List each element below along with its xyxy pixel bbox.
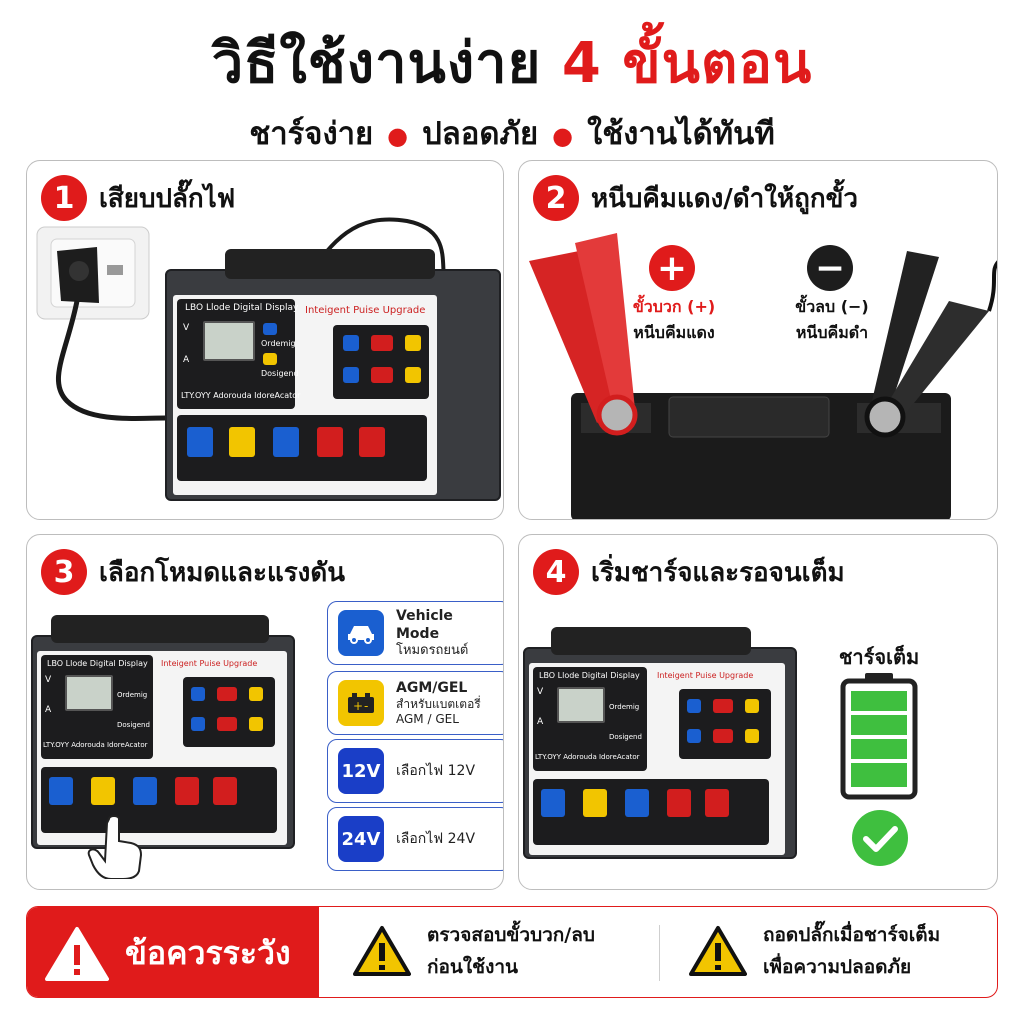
voltage-label: V	[537, 687, 544, 697]
step-number: 2	[533, 175, 579, 221]
voltage-label: V	[45, 675, 52, 685]
charger-face: LBO Llode Digital Display V A Ordemig Do…	[529, 663, 785, 855]
battery-icon: +-	[338, 680, 384, 726]
24v-badge: 24V	[338, 816, 384, 862]
charger-device: LBO Llode Digital Display V A Ordemig Do…	[31, 615, 295, 849]
mode-subtitle: โหมดรถยนต์	[396, 643, 469, 658]
svg-text:+: +	[353, 699, 363, 713]
mode-b-label: Dosigend	[261, 369, 299, 378]
mode-24v[interactable]: 24V เลือกไฟ 24V	[327, 807, 503, 871]
step-header: 3 เลือกโหมดและแรงดัน	[41, 549, 345, 595]
warning-text: ก่อนใช้งาน	[427, 956, 519, 978]
lcd-display	[557, 687, 605, 723]
warning-item: ถอดปลั๊กเมื่อชาร์จเต็ม เพื่อความปลอดภัย	[689, 919, 940, 983]
charger-upgrade: Inteigent Puise Upgrade	[305, 305, 426, 316]
subtitle-item: ชาร์จง่าย	[249, 116, 374, 152]
check-icon	[852, 810, 908, 866]
charger-brand: LBO Llode Digital Display	[47, 659, 148, 668]
step-title: หนีบคีมแดง/ดำให้ถูกขั้ว	[591, 183, 858, 214]
battery-clamps-illustration	[529, 233, 997, 519]
amp-label: A	[45, 705, 52, 715]
amp-label: A	[537, 717, 544, 727]
12v-badge: 12V	[338, 748, 384, 794]
step-2-panel: 2 หนีบคีมแดง/ดำให้ถูกขั้ว + ขั้วบวก (+) …	[518, 160, 998, 520]
charger-model: LTY.OYY Adorouda IdoreAcator	[535, 753, 640, 761]
caution-icon	[353, 926, 411, 976]
charger-device: LBO Llode Digital Display V A Ordemig Do…	[523, 627, 797, 859]
subtitle: ชาร์จง่าย ● ปลอดภัย ● ใช้งานได้ทันที	[0, 108, 1024, 158]
car-icon	[338, 610, 384, 656]
warning-icon	[45, 927, 109, 981]
mode-b-label: Dosigend	[117, 721, 150, 729]
positive-clamp-label: หนีบคีมแดง	[633, 323, 715, 342]
charger-handle	[51, 615, 269, 643]
warning-text: ตรวจสอบขั้วบวก/ลบ	[427, 924, 595, 946]
full-battery-icon	[840, 673, 918, 800]
step-number: 1	[41, 175, 87, 221]
charger-handle	[551, 627, 751, 655]
charger-model: LTY.OYY Adorouda IdoreAcator	[43, 741, 148, 749]
plus-icon: +	[649, 245, 695, 291]
step-title: เสียบปลั๊กไฟ	[99, 183, 236, 214]
step-1-panel: 1 เสียบปลั๊กไฟ LBO Llode Digital Display…	[26, 160, 504, 520]
mode-title: เลือกไฟ 12V	[396, 763, 476, 779]
charger-brand: LBO Llode Digital Display	[539, 671, 640, 680]
title-main: วิธีใช้งานง่าย	[211, 31, 542, 96]
mode-12v[interactable]: 12V เลือกไฟ 12V	[327, 739, 503, 803]
warning-bar: ข้อควรระวัง ตรวจสอบขั้วบวก/ลบ ก่อนใช้งาน…	[26, 906, 998, 998]
mode-title: Vehicle Mode	[396, 608, 453, 642]
positive-terminal-label: ขั้วบวก (+)	[632, 297, 716, 316]
charger-model: LTY.OYY Adorouda IdoreAcator	[181, 391, 301, 400]
subtitle-item: ใช้งานได้ทันที	[587, 116, 775, 152]
bullet-icon: ●	[552, 121, 574, 150]
step-header: 1 เสียบปลั๊กไฟ	[41, 175, 235, 221]
svg-text:-: -	[364, 699, 368, 713]
warning-text: ถอดปลั๊กเมื่อชาร์จเต็ม	[763, 924, 941, 946]
voltage-label: V	[183, 323, 190, 333]
warning-label: ข้อควรระวัง	[125, 933, 291, 972]
mode-subtitle: สำหรับแบตเตอรี่	[396, 697, 481, 711]
charger-face: LBO Llode Digital Display V A Ordemig Do…	[37, 651, 287, 845]
step-number: 4	[533, 549, 579, 595]
caution-icon	[689, 926, 747, 976]
warning-header: ข้อควรระวัง	[27, 907, 319, 997]
step-header: 2 หนีบคีมแดง/ดำให้ถูกขั้ว	[533, 175, 858, 221]
warning-text: เพื่อความปลอดภัย	[763, 956, 912, 978]
step-header: 4 เริ่มชาร์จและรอจนเต็ม	[533, 549, 845, 595]
charger-upgrade: Inteigent Puise Upgrade	[657, 671, 754, 680]
mode-a-label: Ordemig	[117, 691, 148, 699]
step-title: เริ่มชาร์จและรอจนเต็ม	[591, 557, 845, 588]
charger-upgrade: Inteigent Puise Upgrade	[161, 659, 258, 668]
subtitle-item: ปลอดภัย	[422, 116, 539, 152]
mode-title: AGM/GEL	[396, 680, 468, 696]
charger-device: LBO Llode Digital Display V A Ordemig Do…	[165, 249, 501, 501]
title-accent: 4 ขั้นตอน	[561, 31, 813, 96]
warning-item: ตรวจสอบขั้วบวก/ลบ ก่อนใช้งาน	[353, 919, 595, 983]
mode-b-label: Dosigend	[609, 733, 642, 741]
mode-a-label: Ordemig	[261, 339, 296, 348]
mode-subtitle: AGM / GEL	[396, 712, 459, 726]
hand-pointer-icon	[87, 815, 143, 879]
minus-icon: −	[807, 245, 853, 291]
step-3-panel: 3 เลือกโหมดและแรงดัน LBO Llode Digital D…	[26, 534, 504, 890]
divider	[659, 925, 660, 981]
mode-agm-gel[interactable]: +- AGM/GEL สำหรับแบตเตอรี่ AGM / GEL	[327, 671, 503, 735]
lcd-display	[65, 675, 113, 711]
mode-vehicle[interactable]: Vehicle Mode โหมดรถยนต์	[327, 601, 503, 665]
amp-label: A	[183, 355, 190, 365]
page-title: วิธีใช้งานง่าย 4 ขั้นตอน	[0, 18, 1024, 107]
full-charge-label: ชาร์จเต็ม	[838, 645, 920, 669]
step-4-panel: 4 เริ่มชาร์จและรอจนเต็ม LBO Llode Digita…	[518, 534, 998, 890]
charger-brand: LBO Llode Digital Display	[185, 303, 299, 313]
charger-face: LBO Llode Digital Display V A Ordemig Do…	[173, 295, 437, 495]
negative-clamp-label: หนีบคีมดำ	[795, 323, 869, 342]
step-title: เลือกโหมดและแรงดัน	[99, 557, 346, 588]
bullet-icon: ●	[387, 121, 409, 150]
negative-terminal-label: ขั้วลบ (−)	[795, 297, 869, 316]
charger-handle	[225, 249, 435, 279]
lcd-display	[203, 321, 255, 361]
step-number: 3	[41, 549, 87, 595]
mode-title: เลือกไฟ 24V	[396, 831, 476, 847]
mode-a-label: Ordemig	[609, 703, 640, 711]
